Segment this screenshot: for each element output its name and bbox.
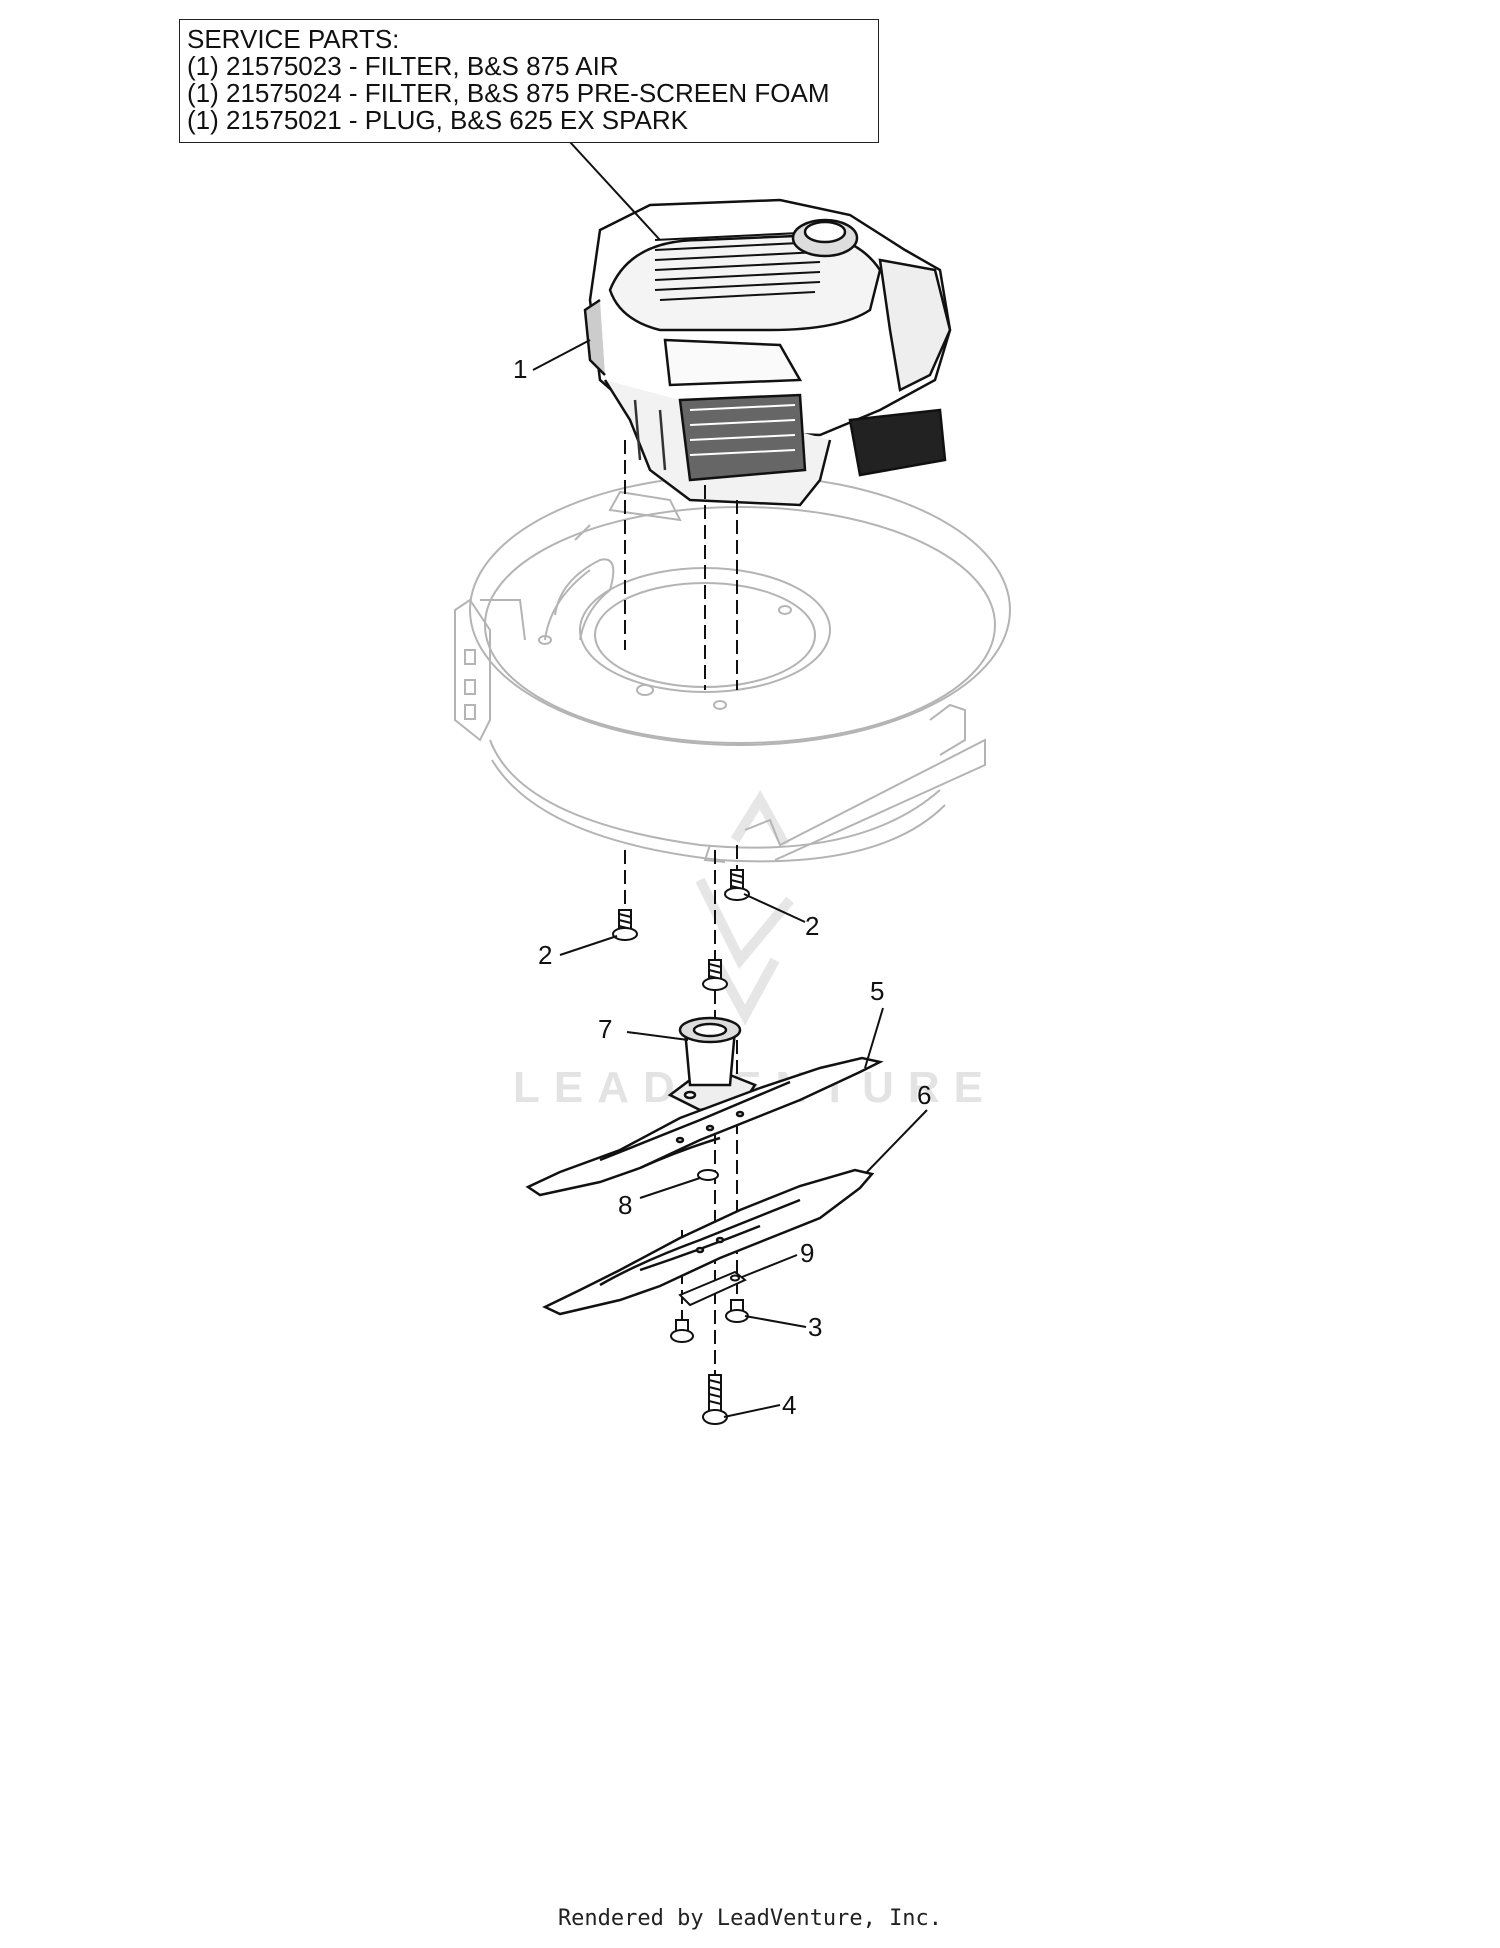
callout-upper-blade: 5	[870, 976, 884, 1006]
callout-labels: 1 2 2 7 5 6 8 9 3 4	[513, 354, 931, 1420]
adapter-bolt	[702, 959, 728, 991]
callout-blade-spacer: 9	[800, 1238, 814, 1268]
callout-deck-bolt-right: 2	[805, 911, 819, 941]
leader-lines	[532, 141, 928, 1418]
render-credit: Rendered by LeadVenture, Inc.	[557, 1906, 943, 1931]
callout-blade-nut: 3	[808, 1312, 822, 1342]
blade-adapter	[667, 1016, 757, 1112]
callout-center-bolt: 4	[782, 1390, 796, 1420]
engine	[583, 198, 952, 507]
air-filter-grille	[654, 231, 821, 301]
service-part-pre-screen-foam: (1) 21575024 - FILTER, B&S 875 PRE-SCREE…	[187, 78, 830, 108]
deck-bolt-left	[612, 909, 638, 941]
blade-nut-left	[670, 1319, 694, 1343]
deck-bolt-right	[724, 869, 750, 901]
washer	[697, 1169, 719, 1181]
callout-deck-bolt-left: 2	[538, 940, 552, 970]
service-parts-heading: SERVICE PARTS:	[187, 24, 400, 54]
upper-blade	[525, 1056, 884, 1197]
service-parts-box: SERVICE PARTS: (1) 21575023 - FILTER, B&…	[179, 19, 879, 143]
blade-spacer	[678, 1270, 747, 1307]
callout-lower-blade: 6	[917, 1080, 931, 1110]
callout-washer: 8	[618, 1190, 632, 1220]
service-part-air-filter: (1) 21575023 - FILTER, B&S 875 AIR	[187, 51, 619, 81]
lower-blade	[542, 1168, 875, 1316]
blade-nut-right	[725, 1299, 749, 1323]
center-bolt	[702, 1374, 728, 1425]
mower-deck	[454, 474, 1011, 863]
service-part-spark-plug: (1) 21575021 - PLUG, B&S 625 EX SPARK	[187, 105, 689, 135]
callout-blade-adapter: 7	[598, 1014, 612, 1044]
watermark-logo-icon	[695, 790, 794, 1026]
callout-engine: 1	[513, 354, 527, 384]
